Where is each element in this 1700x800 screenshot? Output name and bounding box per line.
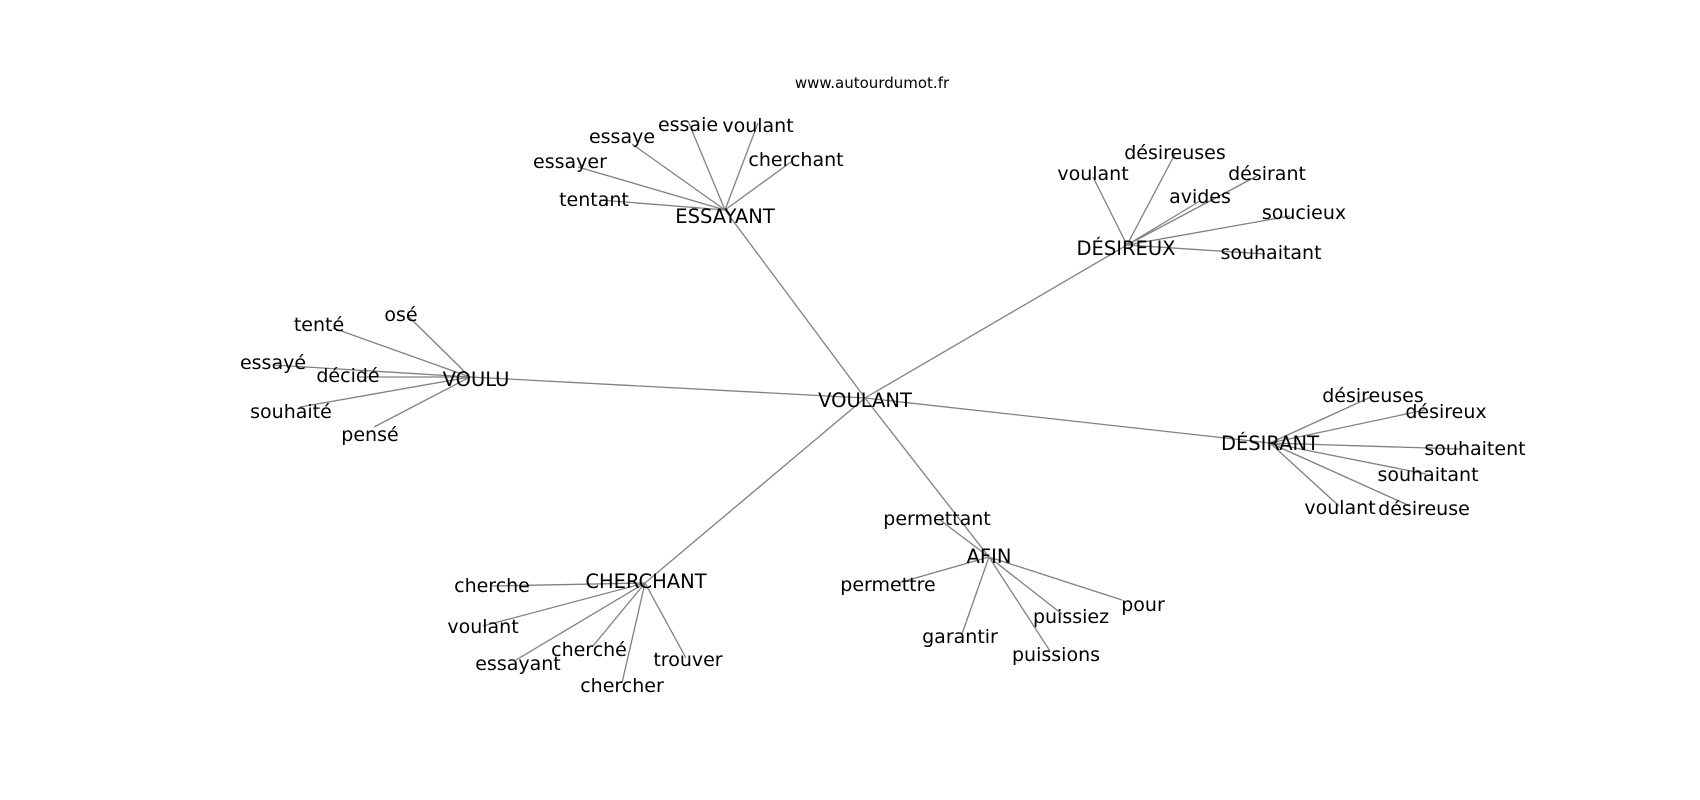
hub-node-label: ESSAYANT bbox=[675, 205, 775, 228]
word-node-label: souhaitant bbox=[1377, 464, 1478, 486]
edge-hub-word bbox=[621, 582, 646, 684]
edge-hub-word bbox=[1126, 153, 1176, 246]
edge-hub-word bbox=[577, 166, 726, 211]
edge-hub-word bbox=[644, 582, 687, 659]
edge-hub-word bbox=[592, 582, 646, 647]
hub-node-label: AFIN bbox=[967, 545, 1012, 568]
edge-hub-word bbox=[724, 161, 792, 211]
edge-center-hub bbox=[864, 397, 990, 558]
site-watermark: www.autourdumot.fr bbox=[795, 74, 950, 92]
word-node-label: désireuse bbox=[1378, 498, 1470, 520]
edge-hub-word bbox=[1126, 215, 1291, 246]
edge-hub-word bbox=[1269, 442, 1340, 507]
word-node-label: garantir bbox=[922, 626, 998, 648]
edge-hub-word bbox=[482, 582, 646, 627]
word-node-label: tenté bbox=[294, 314, 344, 336]
word-node-label: essaye bbox=[589, 126, 655, 148]
edge-hub-word bbox=[724, 122, 759, 211]
edge-hub-word bbox=[961, 556, 990, 635]
word-node-label: essayant bbox=[475, 653, 561, 675]
edge-hub-word bbox=[1092, 176, 1128, 246]
word-node-label: pour bbox=[1121, 594, 1165, 616]
edge-hub-word bbox=[599, 199, 726, 211]
edge-hub-word bbox=[1269, 395, 1374, 444]
hub-node-label: VOULU bbox=[443, 368, 510, 391]
edge-hub-word bbox=[1269, 409, 1426, 444]
edge-hub-word bbox=[897, 556, 990, 584]
hub-node-label: DÉSIRANT bbox=[1221, 432, 1319, 455]
word-node-label: tentant bbox=[559, 189, 629, 211]
word-node-label: pensé bbox=[341, 424, 398, 446]
word-node-label: désirant bbox=[1228, 163, 1306, 185]
word-node-label: désireux bbox=[1405, 401, 1486, 423]
edge-hub-word bbox=[299, 376, 471, 408]
word-node-label: essaie bbox=[658, 114, 718, 136]
edge-hub-word bbox=[988, 556, 1123, 601]
edge-hub-word bbox=[515, 582, 646, 661]
edge-hub-word bbox=[272, 364, 471, 378]
edge-hub-word bbox=[631, 143, 726, 211]
edge-hub-word bbox=[939, 519, 990, 558]
edge-hub-word bbox=[1269, 442, 1461, 450]
word-node-label: désireuses bbox=[1322, 385, 1424, 407]
word-node-label: souhaité bbox=[250, 401, 332, 423]
word-node-label: souhaitant bbox=[1220, 242, 1321, 264]
word-node-label: souhaitent bbox=[1424, 438, 1525, 460]
edge-hub-word bbox=[1126, 200, 1201, 246]
word-node-label: avides bbox=[1169, 186, 1231, 208]
word-node-label: permettre bbox=[840, 574, 935, 596]
word-node-label: essayé bbox=[240, 352, 306, 374]
word-node-label: voulant bbox=[1057, 163, 1128, 185]
word-node-label: cherche bbox=[454, 575, 530, 597]
edge-center-hub bbox=[724, 209, 866, 399]
word-node-label: cherché bbox=[551, 639, 627, 661]
center-node-label: VOULANT bbox=[818, 389, 912, 412]
word-node-label: trouver bbox=[653, 649, 722, 671]
edge-center-hub bbox=[864, 244, 1128, 399]
edge-center-hub bbox=[864, 397, 1271, 444]
hub-node-label: CHERCHANT bbox=[585, 570, 706, 593]
edge-hub-word bbox=[988, 556, 1051, 652]
edge-layer bbox=[272, 120, 1461, 684]
edge-hub-word bbox=[1269, 442, 1427, 475]
word-node-label: essayer bbox=[533, 151, 607, 173]
word-node-label: osé bbox=[384, 304, 417, 326]
word-node-label: désireuses bbox=[1124, 142, 1226, 164]
edge-hub-word bbox=[407, 315, 471, 378]
word-node-label: permettant bbox=[883, 508, 990, 530]
edge-hub-word bbox=[687, 120, 726, 211]
edge-hub-word bbox=[1126, 244, 1266, 255]
edge-hub-word bbox=[1126, 175, 1258, 246]
edge-hub-word bbox=[332, 327, 471, 378]
edge-center-hub bbox=[469, 376, 866, 399]
word-node-label: voulant bbox=[722, 115, 793, 137]
word-node-label: puissiez bbox=[1033, 606, 1109, 628]
word-node-label: soucieux bbox=[1262, 202, 1346, 224]
word-node-label: voulant bbox=[1304, 497, 1375, 519]
edge-center-hub bbox=[644, 397, 866, 584]
hub-node-label: DÉSIREUX bbox=[1077, 237, 1176, 260]
edge-hub-word bbox=[988, 556, 1063, 615]
word-node-label: voulant bbox=[447, 616, 518, 638]
word-node-label: chercher bbox=[580, 675, 664, 697]
edge-hub-word bbox=[1269, 442, 1411, 507]
word-node-label: puissions bbox=[1012, 644, 1100, 666]
word-node-label: cherchant bbox=[748, 149, 843, 171]
edge-hub-word bbox=[491, 582, 646, 587]
word-node-label: décidé bbox=[316, 365, 379, 387]
edge-hub-word bbox=[373, 376, 471, 428]
